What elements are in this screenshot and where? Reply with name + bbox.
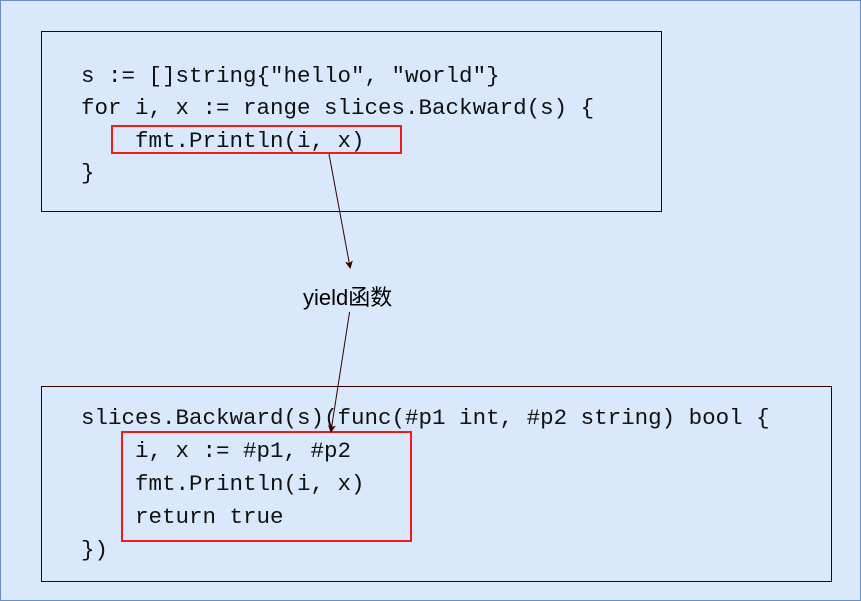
loop-body-highlight xyxy=(111,125,402,154)
arrow-to-label xyxy=(328,153,353,269)
arrow-to-body xyxy=(327,302,352,433)
yield-body-highlight xyxy=(121,431,412,542)
code-line: } xyxy=(81,160,95,186)
code-line: fmt.Println(i, x) xyxy=(81,471,365,497)
desugared-code-box: slices.Backward(s)(func(#p1 int, #p2 str… xyxy=(41,386,832,582)
code-line: }) xyxy=(81,537,109,563)
code-line: i, x := #p1, #p2 xyxy=(81,438,352,464)
yield-function-label: yield函数 xyxy=(303,280,393,312)
source-code-box: s := []string{"hello", "world"} for i, x… xyxy=(41,31,662,212)
code-line: slices.Backward(s)(func(#p1 int, #p2 str… xyxy=(81,405,770,431)
code-line: s := []string{"hello", "world"} xyxy=(81,63,500,89)
code-line: fmt.Println(i, x) xyxy=(81,128,365,154)
code-line: for i, x := range slices.Backward(s) { xyxy=(81,95,595,121)
code-line: return true xyxy=(81,504,284,530)
